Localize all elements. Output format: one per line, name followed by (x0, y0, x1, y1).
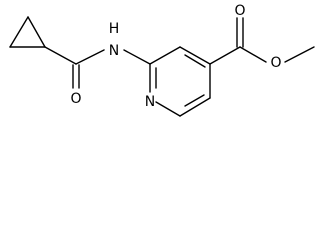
bond-ring-c6-n (155, 101, 181, 117)
amide-nh-h-label: H (109, 21, 120, 37)
bond-ring-c2-c3 (149, 46, 181, 65)
chemical-structure-diagram: H N O N O O (9, 3, 315, 117)
pyridine-n-label: N (145, 94, 155, 110)
bond-cyclopropyl-carbonyl (44, 46, 77, 65)
bond-ring-c4-c4-inner (184, 54, 206, 68)
bond-ring-c3-c4 (179, 46, 211, 65)
amide-o-label: O (70, 91, 81, 107)
bond-ring-ester (209, 46, 241, 65)
bond-ring-c5-c6 (179, 97, 211, 117)
bond-cyclopropyl-1 (9, 16, 29, 48)
bond-ring-c5-c6-inner (184, 94, 205, 107)
bond-n-pyridine (123, 49, 151, 65)
ester-ether-o-label: O (270, 55, 281, 71)
bond-carbonyl-n (75, 49, 105, 65)
ester-carbonyl-o-label: O (234, 3, 245, 19)
amide-n-label: N (109, 43, 119, 59)
bond-cyclopropyl-2 (27, 16, 46, 48)
bond-ether-methyl (284, 46, 315, 63)
bond-ester-ether (239, 46, 267, 63)
